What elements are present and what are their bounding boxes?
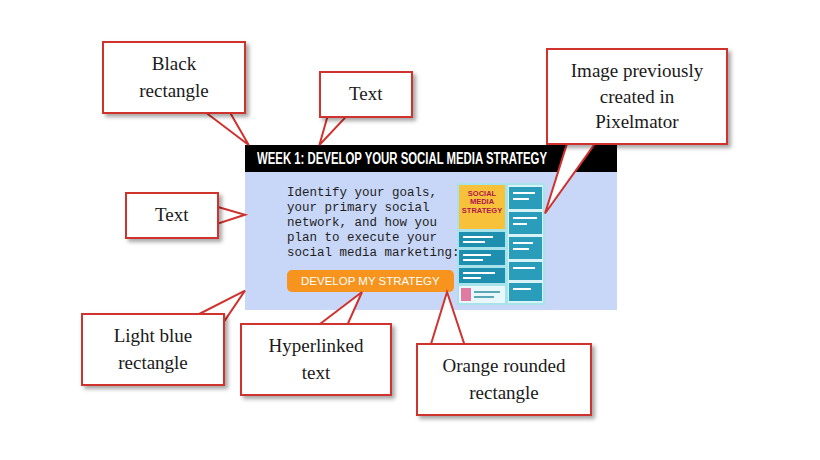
callout-box: Text xyxy=(125,192,219,239)
callout-tail xyxy=(319,114,349,145)
callout-tail xyxy=(203,110,249,145)
orange-button: DEVELOP MY STRATEGY xyxy=(287,270,454,292)
callout-text: Light blue rectangle xyxy=(103,323,203,376)
callout-text: Image previously created in Pixelmator xyxy=(558,58,716,135)
callout-tail xyxy=(215,206,246,225)
callout-box: Image previously created in Pixelmator xyxy=(546,48,728,145)
bar-heading: WEEK 1: DEVELOP YOUR SOCIAL MEDIA STRATE… xyxy=(257,145,547,172)
panel-text: Identify your goals, your primary social… xyxy=(287,186,465,261)
button-link: DEVELOP MY STRATEGY xyxy=(301,274,440,288)
callout-box: Black rectangle xyxy=(102,41,246,114)
callout-text: Text xyxy=(155,202,189,229)
callout-box: Hyperlinked text xyxy=(240,323,392,396)
image-title: SOCIAL MEDIA STRATEGY xyxy=(459,190,505,215)
callout-text: Text xyxy=(349,81,383,108)
callout-text: Black rectangle xyxy=(124,51,224,104)
callout-box: Light blue rectangle xyxy=(81,313,225,386)
callout-text: Hyperlinked text xyxy=(260,333,372,386)
callout-text: Orange rounded rectangle xyxy=(434,353,574,406)
callout-box: Text xyxy=(319,71,413,118)
light-blue-panel: SOCIAL MEDIA STRATEGY DEVELOP MY STRATEGY… xyxy=(245,172,617,310)
callout-box: Orange rounded rectangle xyxy=(416,343,592,416)
